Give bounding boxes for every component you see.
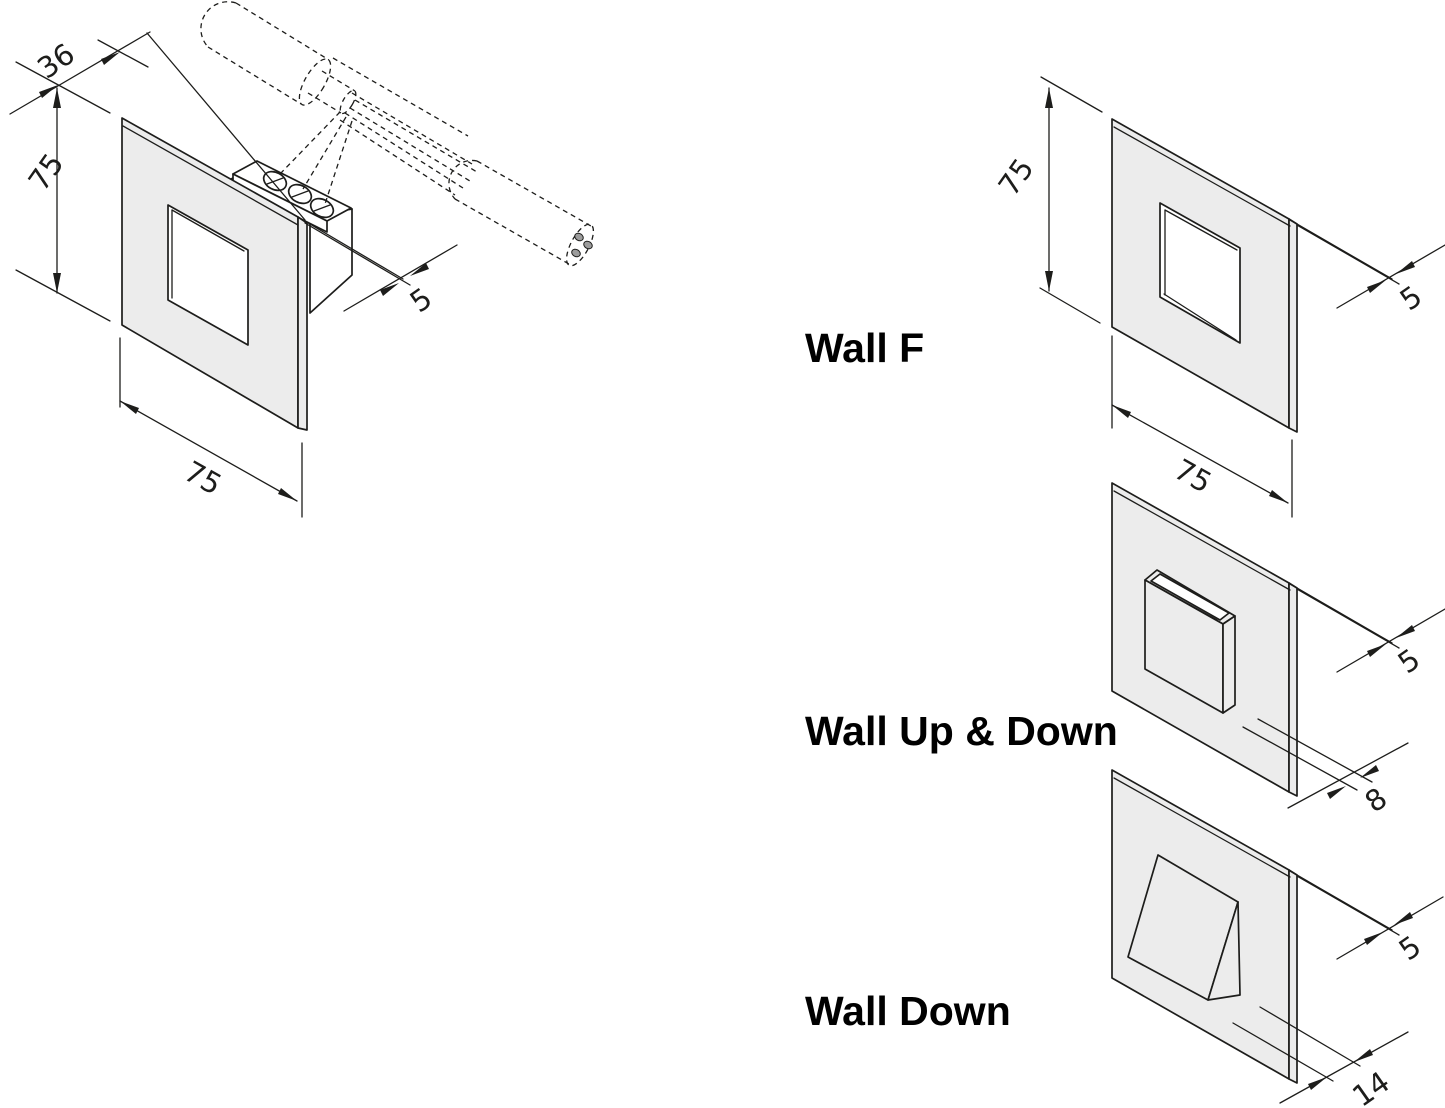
housing-box: [225, 160, 353, 314]
window-bevel-top: [1164, 209, 1238, 251]
plate-side-edge: [1288, 869, 1298, 1084]
front-plate: [121, 117, 308, 431]
box-slot-opening: [1150, 573, 1230, 621]
dim-thickness-value: 5: [1394, 279, 1429, 317]
dim-recess-value: 5: [404, 281, 439, 319]
terminal-screw-icon: [262, 170, 288, 192]
wall-up-down-label: Wall Up & Down: [805, 708, 1118, 754]
plug-cap: [448, 159, 478, 200]
installation-figure: 36 75 75 5: [9, 1, 595, 518]
plate-bevel-line: [1113, 126, 1291, 227]
plate-bevel-line: [1113, 777, 1291, 878]
cable-sheath-cap: [200, 1, 237, 48]
dim-thickness-value: 5: [1392, 642, 1427, 680]
dim-protrusion-value: 8: [1359, 781, 1394, 819]
window-bevel-bottom: [1163, 293, 1237, 341]
cable-inner: [307, 70, 357, 115]
wedge-side-triangle: [1207, 901, 1241, 1001]
wall-up-down-figure: 5 8: [1111, 482, 1445, 819]
wall-f-label: Wall F: [805, 325, 924, 371]
plate-side-edge: [1288, 582, 1298, 797]
cable-sheath: [200, 1, 332, 106]
cable-assembly: [200, 1, 595, 267]
plate-side-edge: [297, 216, 308, 431]
plate-bevel-line: [1113, 490, 1291, 591]
plug-pin: [583, 240, 593, 250]
dim-height-value: 75: [991, 152, 1040, 202]
dim-thickness: 5: [1289, 583, 1445, 680]
dim-height: 75: [15, 87, 111, 322]
up-down-light-box: [1144, 569, 1236, 714]
dim-thickness: 5: [1289, 219, 1445, 317]
light-window: [167, 204, 249, 346]
front-plate: [1111, 118, 1298, 433]
dim-protrusion-value: 14: [1346, 1064, 1396, 1108]
wall-down-figure: 5 14: [1111, 769, 1444, 1108]
window-bevel-top: [171, 209, 245, 252]
dim-thickness: 5: [1289, 870, 1444, 967]
dim-height-value: 75: [21, 147, 70, 197]
cable-wires: [279, 57, 478, 205]
plug-pin: [571, 248, 581, 258]
box-side-edge: [1222, 615, 1236, 714]
plate-side-edge: [1288, 218, 1298, 433]
plate-bevel-line: [122, 125, 299, 226]
dim-height: 75: [991, 76, 1103, 324]
wall-f-figure: 75 5 75: [991, 76, 1445, 518]
plug-connector: [448, 159, 595, 267]
wall-down-label: Wall Down: [805, 988, 1011, 1034]
dim-depth-value: 36: [31, 36, 81, 85]
dim-thickness-value: 5: [1393, 929, 1428, 967]
down-light-wedge: [1127, 854, 1241, 1001]
dim-width-value: 75: [179, 454, 228, 502]
plug-pin: [574, 232, 584, 242]
light-window: [1159, 202, 1241, 344]
